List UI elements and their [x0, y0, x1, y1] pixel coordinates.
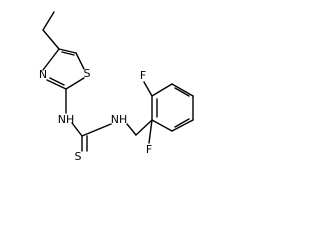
bond-benzene-5 — [151, 83, 173, 97]
bond-thiazole-n-c4 — [42, 48, 60, 71]
bond-thiazole-c4-c5-inner — [61, 51, 75, 56]
atom-label-fluorine-top: F — [140, 69, 146, 82]
bond-benzene-inner-2 — [174, 118, 190, 128]
atom-label-amine-left: NH — [58, 113, 75, 126]
bond-benzene-inner-3 — [174, 87, 190, 97]
bond-ch2-ring — [135, 119, 153, 136]
bond-ethyl-1 — [42, 11, 55, 31]
bond-thiazole-c2-n-inner — [49, 77, 65, 86]
bond-benzene-4 — [171, 83, 194, 97]
bond-benzene-2 — [171, 119, 194, 132]
atom-label-thiazole-n: N — [39, 68, 47, 81]
atom-label-thione-s: S — [75, 150, 82, 163]
bond-thiazole-c4-c5-outer — [58, 48, 77, 54]
bond-nh-ch2 — [126, 123, 137, 136]
atom-label-amine-right: NH — [111, 113, 128, 126]
bond-nh-thiourea-c — [71, 122, 83, 137]
bond-ring-f-top — [143, 81, 153, 97]
bond-benzene-1 — [151, 119, 173, 132]
bond-ring-f-bottom — [148, 119, 153, 144]
bond-thiazole-c2-n-outer — [46, 79, 67, 90]
bond-thiazole-c5-s — [75, 52, 85, 70]
atom-label-fluorine-bottom: F — [146, 143, 152, 156]
bond-ethyl-2 — [42, 29, 60, 50]
atom-label-thiazole-s: S — [84, 67, 91, 80]
bond-thiourea-c-nh — [81, 123, 112, 137]
chemical-structure-diagram: N S NH S NH F F — [39, 11, 194, 163]
bond-thiazole-s-c2 — [65, 77, 85, 90]
